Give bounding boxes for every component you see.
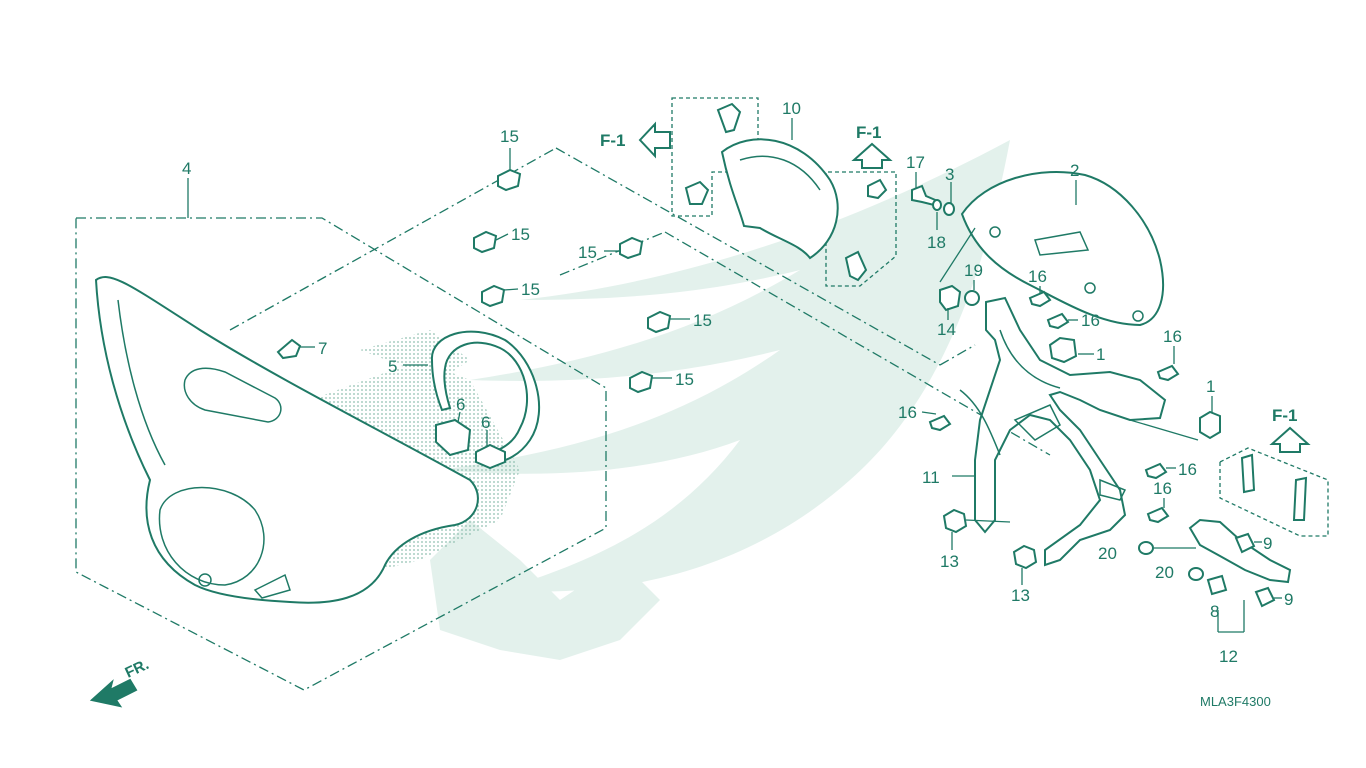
- screw-part15-e: [647, 310, 690, 334]
- callout-6: 6: [456, 395, 465, 414]
- bolt-part16-b: [1046, 312, 1078, 330]
- callout-14: 14: [937, 320, 956, 339]
- washer-part18: [932, 199, 942, 230]
- callout-16: 16: [1163, 327, 1182, 346]
- pad-part6-b: [475, 430, 506, 470]
- pad-part6-a: [435, 411, 472, 457]
- diagram-code: MLA3F4300: [1200, 694, 1271, 709]
- grommet-part9-b: [1254, 586, 1282, 608]
- bolt-part16-f: [1146, 498, 1170, 524]
- screw-part15-d: [604, 236, 644, 260]
- nut-part13-b: [1012, 544, 1038, 585]
- callout-16: 16: [1178, 460, 1197, 479]
- front-arrow-icon: [89, 678, 138, 708]
- callout-3: 3: [945, 165, 954, 184]
- callout-16: 16: [1153, 479, 1172, 498]
- callout-13: 13: [1011, 586, 1030, 605]
- clip-part7: [276, 338, 315, 360]
- f1-arrow-up-right: [1269, 426, 1311, 453]
- callout-4: 4: [182, 159, 191, 178]
- f1-label-left: F-1: [600, 131, 626, 150]
- callout-17: 17: [906, 153, 925, 172]
- callout-5: 5: [388, 357, 397, 376]
- screw-part15-b: [473, 230, 509, 254]
- grommet-part1-a: [1048, 336, 1094, 364]
- bracket-part12: [1188, 518, 1292, 633]
- callout-15: 15: [693, 311, 712, 330]
- bolt-part16-e: [1144, 462, 1176, 480]
- ring-part5: [403, 330, 541, 464]
- callout-2: 2: [1070, 161, 1079, 180]
- callout-15: 15: [521, 280, 540, 299]
- callout-1: 1: [1096, 345, 1105, 364]
- part4-dashed-frame: [75, 147, 1051, 691]
- callout-9: 9: [1263, 534, 1272, 553]
- washer-part3: [943, 182, 955, 216]
- part10-detail-frames: [671, 97, 897, 287]
- screw-part15-c: [481, 284, 519, 308]
- callout-13: 13: [940, 552, 959, 571]
- collar-part14: [939, 284, 962, 320]
- part19-part14-leader: [939, 227, 976, 283]
- callout-16: 16: [898, 403, 917, 422]
- callout-10: 10: [782, 99, 801, 118]
- callout-20: 20: [1098, 544, 1117, 563]
- callout-15: 15: [511, 225, 530, 244]
- nut-part13-a: [942, 508, 1011, 550]
- f1-arrow-left: [638, 121, 671, 159]
- callout-labels: 4 15 15 15 15 15 15 7 5 6 6 10 17 3 18 2…: [123, 99, 1298, 709]
- bolt-part16-a: [1028, 286, 1052, 308]
- screw-part15-a: [497, 148, 522, 192]
- callout-19: 19: [964, 261, 983, 280]
- meter-cover-part2: [960, 170, 1164, 327]
- callout-12: 12: [1219, 647, 1238, 666]
- part12-detail-frame: [1219, 447, 1329, 537]
- callout-6: 6: [481, 413, 490, 432]
- washer-part20-a: [1138, 541, 1196, 555]
- grommet-part9-a: [1234, 532, 1262, 554]
- washer-part19: [964, 280, 980, 306]
- watermark-wing: [430, 140, 1010, 660]
- inner-panel-part10: [720, 118, 839, 260]
- callout-11: 11: [922, 468, 940, 487]
- bolt-part16-d: [921, 411, 952, 432]
- callout-7: 7: [318, 339, 327, 358]
- f1-arrow-up-center: [851, 142, 893, 169]
- upper-cowl-part4: [94, 178, 479, 604]
- stay-part11: [952, 296, 1167, 567]
- bolt-part16-c: [1156, 346, 1180, 382]
- callout-15: 15: [500, 127, 519, 146]
- screw-part15-f: [629, 370, 672, 394]
- callout-20: 20: [1155, 563, 1174, 582]
- callout-15: 15: [675, 370, 694, 389]
- washer-part20-b: [1188, 567, 1204, 581]
- callout-18: 18: [927, 233, 946, 252]
- front-label: FR.: [123, 656, 152, 682]
- callout-9: 9: [1284, 590, 1293, 609]
- callout-16: 16: [1028, 267, 1047, 286]
- grommet-part1-b: [1129, 396, 1221, 441]
- callout-1: 1: [1206, 377, 1215, 396]
- f1-label-center: F-1: [856, 123, 882, 142]
- callout-8: 8: [1210, 602, 1219, 621]
- f1-label-right: F-1: [1272, 406, 1298, 425]
- callout-15: 15: [578, 243, 597, 262]
- collar-part8: [1206, 574, 1228, 596]
- callout-16: 16: [1081, 311, 1100, 330]
